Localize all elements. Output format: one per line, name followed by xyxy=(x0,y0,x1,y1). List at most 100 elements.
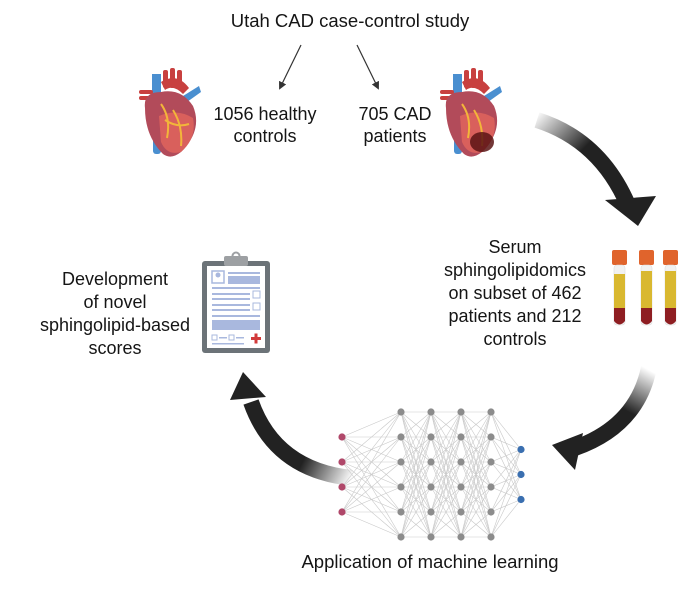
network-edge xyxy=(400,411,432,488)
cycle-arrow-to-ml xyxy=(552,360,658,470)
network-edge xyxy=(460,411,492,513)
network-edge xyxy=(400,461,432,538)
network-edge xyxy=(430,461,462,538)
network-edge xyxy=(490,436,522,450)
diseased-heart-icon xyxy=(440,68,502,157)
hidden-node xyxy=(457,433,465,441)
network-edge xyxy=(460,511,492,538)
hidden-node xyxy=(397,483,405,491)
hidden-node xyxy=(397,508,405,516)
network-edge xyxy=(490,449,522,513)
input-node xyxy=(338,458,346,466)
hidden-node xyxy=(427,508,435,516)
input-node xyxy=(338,433,346,441)
neural-network-icon xyxy=(338,408,525,541)
network-edge xyxy=(490,474,522,538)
network-edge xyxy=(430,436,462,538)
hidden-node xyxy=(487,458,495,466)
output-node xyxy=(517,445,525,454)
hidden-node xyxy=(487,483,495,491)
healthy-controls-label: 1056 healthy controls xyxy=(200,103,330,147)
hidden-node xyxy=(457,483,465,491)
controls-line-2: controls xyxy=(233,126,297,146)
development-line: of novel xyxy=(83,292,147,312)
network-edge xyxy=(341,411,402,513)
hidden-node xyxy=(427,433,435,441)
development-line: scores xyxy=(88,338,142,358)
arrowhead xyxy=(605,196,656,226)
hidden-node xyxy=(397,408,405,416)
hidden-node xyxy=(457,458,465,466)
network-edge xyxy=(460,411,492,438)
hidden-node xyxy=(487,433,495,441)
serum-line: patients and 212 xyxy=(448,306,582,326)
network-edge xyxy=(400,511,432,538)
serum-line: sphingolipidomics xyxy=(443,260,587,280)
network-edge xyxy=(490,411,522,450)
hidden-node xyxy=(457,533,465,541)
network-edge xyxy=(460,486,492,538)
development-line: sphingolipid-based xyxy=(39,315,191,335)
arrow-to-controls xyxy=(279,44,302,90)
controls-line-1: 1056 healthy xyxy=(213,104,317,124)
network-edge xyxy=(400,411,432,538)
network-edge xyxy=(341,411,402,488)
hidden-node xyxy=(427,458,435,466)
network-edge xyxy=(400,411,432,463)
development-line: Development xyxy=(61,269,169,289)
network-edge xyxy=(430,411,462,513)
hidden-node xyxy=(427,533,435,541)
cad-patients-label: 705 CAD patients xyxy=(340,103,450,147)
output-node xyxy=(517,470,525,479)
network-edge xyxy=(490,449,522,463)
cycle-arrow-to-serum xyxy=(534,112,656,226)
network-edge xyxy=(430,486,462,538)
network-edge xyxy=(460,411,492,488)
hidden-node xyxy=(427,408,435,416)
input-node xyxy=(338,483,346,491)
network-edge xyxy=(400,411,432,513)
blood-tube xyxy=(663,250,678,326)
hidden-node xyxy=(487,533,495,541)
blood-tube xyxy=(639,250,654,326)
serum-line: Serum xyxy=(488,237,542,257)
patients-line-2: patients xyxy=(363,126,427,146)
blood-tube-icon xyxy=(612,250,678,326)
network-edge xyxy=(341,461,402,513)
network-edge xyxy=(430,511,462,538)
network-edge xyxy=(430,411,462,438)
healthy-heart-icon xyxy=(139,68,201,157)
network-edge xyxy=(341,411,402,438)
network-edge xyxy=(430,411,462,538)
hidden-node xyxy=(397,458,405,466)
arrowhead xyxy=(230,372,266,400)
serum-line: on subset of 462 xyxy=(448,283,582,303)
machine-learning-label: Application of machine learning xyxy=(301,551,559,572)
hidden-node xyxy=(457,408,465,416)
hidden-node xyxy=(487,408,495,416)
network-edge xyxy=(430,411,462,463)
network-edge xyxy=(460,436,492,538)
score-development-label: Development of novel sphingolipid-based … xyxy=(20,268,210,360)
network-edge xyxy=(341,411,402,463)
hidden-node xyxy=(487,508,495,516)
hidden-node xyxy=(397,533,405,541)
hidden-node xyxy=(457,508,465,516)
network-edge xyxy=(460,411,492,463)
network-edge xyxy=(460,411,492,538)
network-edge xyxy=(490,449,522,488)
network-edge xyxy=(400,436,432,538)
arrowhead xyxy=(552,433,583,470)
network-edge xyxy=(430,411,462,488)
network-edge xyxy=(341,436,402,513)
cycle-arrow-to-scores xyxy=(230,372,353,486)
blood-tube xyxy=(612,250,627,326)
arrow-to-patients xyxy=(356,44,379,90)
hidden-node xyxy=(427,483,435,491)
network-edge xyxy=(400,411,432,438)
serum-sphingolipidomics-label: Serum sphingolipidomics on subset of 462… xyxy=(410,236,620,351)
serum-line: controls xyxy=(483,329,547,349)
network-edge xyxy=(341,486,402,513)
network-edge xyxy=(460,461,492,538)
